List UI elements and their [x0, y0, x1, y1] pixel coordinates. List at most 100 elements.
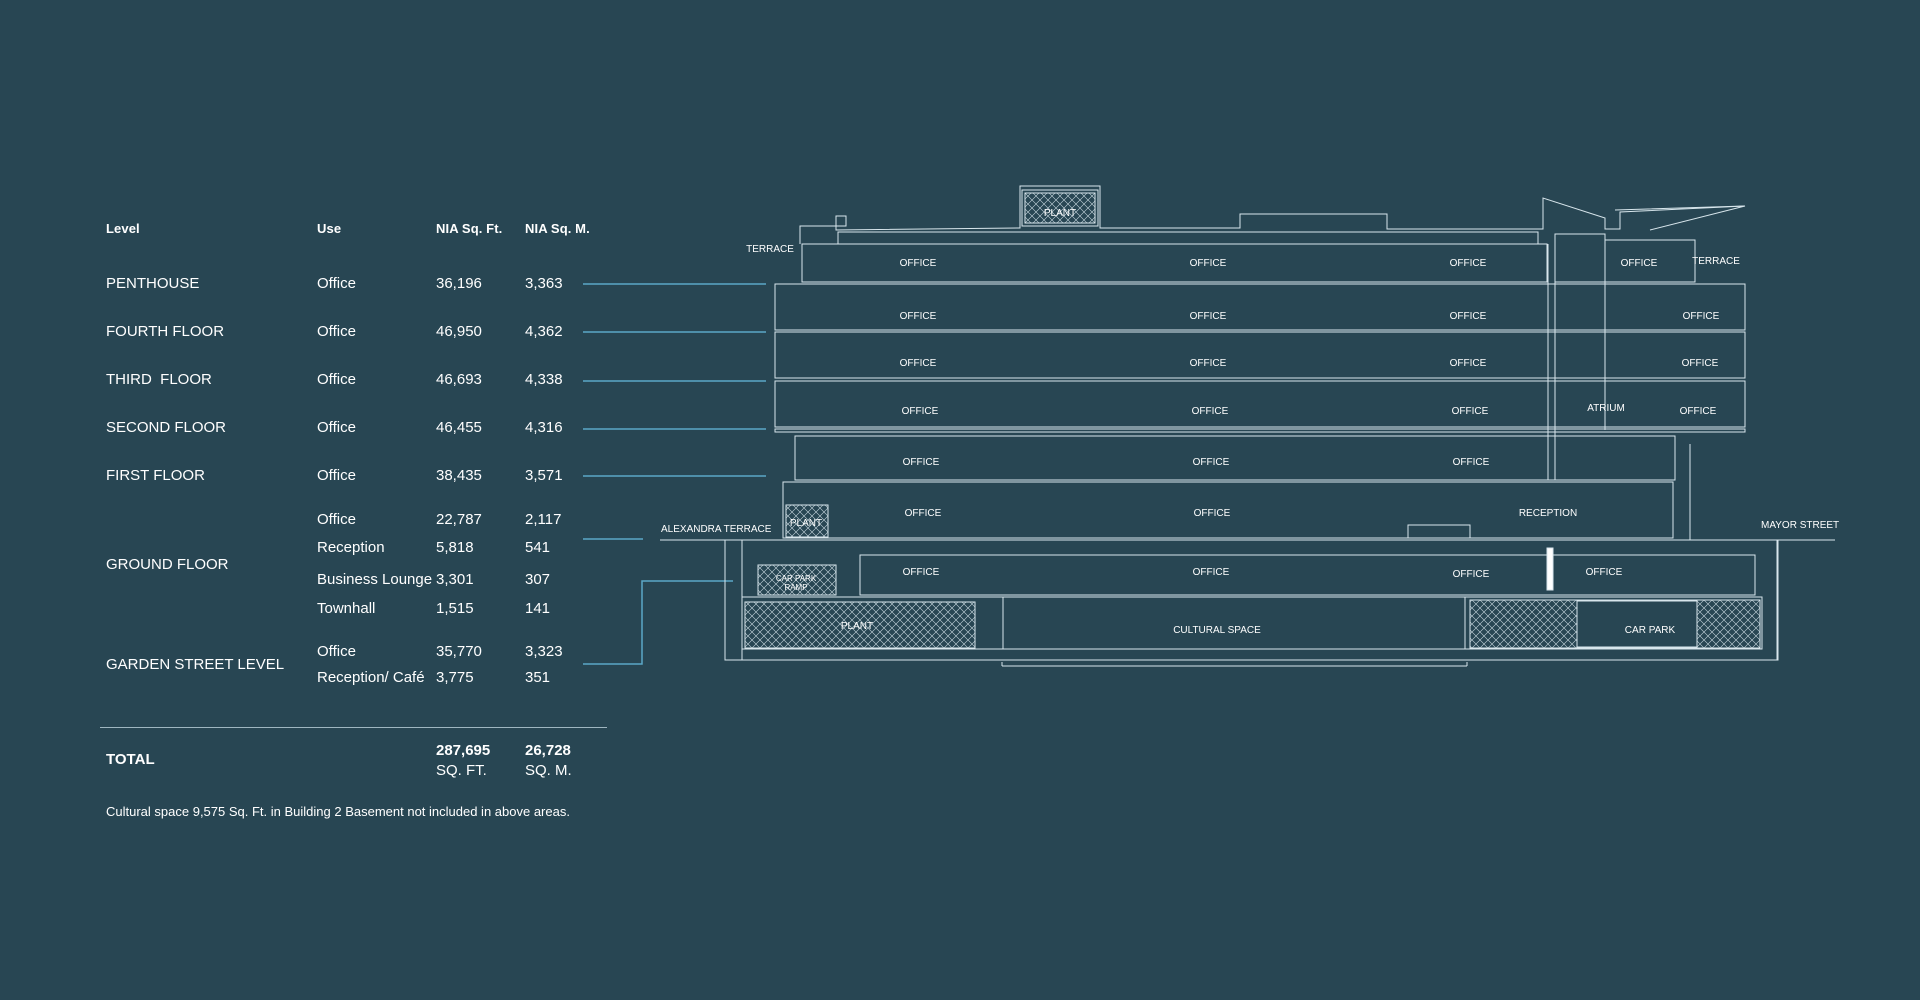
ground-floor-reception-desk — [1407, 524, 1471, 539]
label-penthouse-office-1: OFFICE — [900, 258, 937, 269]
label-penthouse-office-3: OFFICE — [1450, 258, 1487, 269]
footnote: Cultural space 9,575 Sq. Ft. in Building… — [106, 804, 570, 819]
use-cell: Reception — [317, 539, 385, 556]
label-garden-office-3: OFFICE — [1453, 569, 1490, 580]
basement-plant-hatch — [744, 601, 976, 649]
use-cell: Office — [317, 371, 356, 388]
label-penthouse-office-2: OFFICE — [1190, 258, 1227, 269]
label-car-park: CAR PARK — [1625, 625, 1676, 636]
sqft-cell: 3,775 — [436, 669, 474, 686]
sqm-cell: 3,323 — [525, 643, 563, 660]
use-cell: Office — [317, 419, 356, 436]
total-sqft: 287,695 — [436, 742, 491, 759]
label-alexandra-terrace: ALEXANDRA TERRACE — [661, 524, 772, 535]
garden-street-column — [1546, 547, 1554, 591]
penthouse-slab — [801, 243, 1548, 283]
level-name-third-floor: THIRD FLOOR — [106, 371, 212, 388]
label-atrium: ATRIUM — [1587, 403, 1625, 414]
ground-plant-hatch — [785, 504, 829, 538]
second-floor-slab — [774, 380, 1746, 428]
level-name-penthouse: PENTHOUSE — [106, 275, 200, 292]
use-cell: Townhall — [317, 600, 376, 617]
sqm-cell: 3,363 — [525, 275, 563, 292]
use-cell: Business Lounge — [317, 571, 433, 588]
cultural-space-room — [1002, 596, 1466, 650]
label-car-park-ramp-line-1: CAR PARK — [776, 574, 817, 583]
sqm-cell: 541 — [525, 539, 551, 556]
rooftop-plant-hatch — [1024, 192, 1096, 224]
car-park-ramp-hatch — [757, 564, 837, 596]
label-second-office-2: OFFICE — [1192, 406, 1229, 417]
core-upper — [1554, 233, 1606, 283]
sqft-cell: 46,693 — [436, 371, 482, 388]
total-label: TOTAL — [106, 751, 155, 768]
level-name-fourth-floor: FOURTH FLOOR — [106, 323, 225, 340]
label-first-office-1: OFFICE — [903, 457, 940, 468]
label-third-office-1: OFFICE — [900, 358, 937, 369]
label-fourth-office-1: OFFICE — [900, 311, 937, 322]
label-penthouse-office-4: OFFICE — [1621, 258, 1658, 269]
use-cell: Office — [317, 643, 356, 660]
hatched-plant-areas — [744, 192, 1761, 649]
label-ground-plant: PLANT — [790, 518, 822, 529]
sqm-cell: 4,362 — [525, 323, 563, 340]
sqm-cell: 307 — [525, 571, 551, 588]
label-terrace-west: TERRACE — [746, 244, 794, 255]
garden-street-office-slab — [859, 554, 1756, 596]
roof-parapet — [837, 231, 1539, 245]
total-divider — [100, 727, 607, 728]
second-floor-edge — [774, 428, 1746, 433]
label-third-office-3: OFFICE — [1450, 358, 1487, 369]
sqft-cell: 22,787 — [436, 511, 482, 528]
label-garden-office-4: OFFICE — [1586, 567, 1623, 578]
room-labels: PLANT TERRACE TERRACE OFFICE OFFICE OFFI… — [746, 208, 1740, 636]
level-name-second-floor: SECOND FLOOR — [106, 419, 227, 436]
label-reception: RECEPTION — [1519, 508, 1577, 519]
sqft-cell: 35,770 — [436, 643, 482, 660]
use-cell: Office — [317, 275, 356, 292]
label-car-park-ramp-line-2: RAMP — [784, 583, 807, 592]
total-sqm: 26,728 — [525, 742, 571, 759]
sqft-cell: 5,818 — [436, 539, 474, 556]
label-fourth-office-2: OFFICE — [1190, 311, 1227, 322]
leader-line-garden-street-level — [583, 580, 733, 665]
level-name-ground-floor: GROUND FLOOR — [106, 556, 229, 573]
sqm-cell: 2,117 — [525, 511, 562, 528]
label-first-office-2: OFFICE — [1193, 457, 1230, 468]
label-ground-office-1: OFFICE — [905, 508, 942, 519]
leader-lines — [583, 283, 766, 665]
label-garden-office-2: OFFICE — [1193, 567, 1230, 578]
rooftop-plant-enclosure — [1021, 189, 1099, 227]
level-name-garden-street-level: GARDEN STREET LEVEL — [106, 656, 285, 673]
sqm-cell: 141 — [525, 600, 551, 617]
label-fourth-office-4: OFFICE — [1683, 311, 1720, 322]
label-second-office-3: OFFICE — [1452, 406, 1489, 417]
label-third-office-2: OFFICE — [1190, 358, 1227, 369]
label-second-office-1: OFFICE — [902, 406, 939, 417]
label-third-office-4: OFFICE — [1682, 358, 1719, 369]
sqm-cell: 4,338 — [525, 371, 563, 388]
sqft-cell: 46,950 — [436, 323, 482, 340]
roof-line — [799, 185, 1746, 244]
use-cell: Office — [317, 511, 356, 528]
sqft-cell: 46,455 — [436, 419, 482, 436]
total-sqm-unit: SQ. M. — [525, 762, 572, 779]
label-terrace-east: TERRACE — [1692, 256, 1740, 267]
level-name-first-floor: FIRST FLOOR — [106, 467, 205, 484]
first-floor-slab — [794, 435, 1676, 481]
sqft-cell: 1,515 — [436, 600, 474, 617]
sqm-cell: 4,316 — [525, 419, 563, 436]
header-use: Use — [317, 221, 342, 236]
header-level: Level — [106, 221, 140, 236]
basement-wall — [724, 539, 1778, 661]
sqm-cell: 3,571 — [525, 467, 563, 484]
label-basement-plant: PLANT — [841, 621, 873, 632]
header-sqft: NIA Sq. Ft. — [436, 221, 503, 236]
sqft-cell: 38,435 — [436, 467, 482, 484]
use-cell: Office — [317, 323, 356, 340]
label-rooftop-plant: PLANT — [1044, 208, 1076, 219]
sqft-cell: 3,301 — [436, 571, 474, 588]
label-cultural-space: CULTURAL SPACE — [1173, 625, 1261, 636]
label-mayor-street: MAYOR STREET — [1761, 520, 1839, 531]
